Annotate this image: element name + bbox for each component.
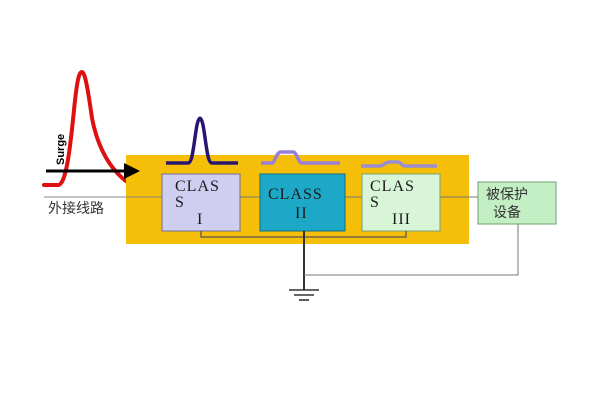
protected-equipment-box xyxy=(477,181,557,225)
surge-arrow-head xyxy=(124,163,140,179)
pulse-class-3 xyxy=(361,160,437,168)
pulse-class-2 xyxy=(261,150,340,165)
class-3-box xyxy=(361,173,441,232)
protected-equipment: 被保护 设备 xyxy=(477,181,557,225)
class-1-label-line1: CLAS xyxy=(175,178,220,195)
protected-equipment-label-line2: 设备 xyxy=(493,204,521,221)
class-2-box xyxy=(259,173,346,232)
class-3-label-line1: CLAS xyxy=(370,178,415,195)
class-1-label-line3: I xyxy=(197,211,203,228)
surge-waveform xyxy=(42,70,142,192)
class-2-label-line2: II xyxy=(295,205,308,222)
class-1-module: CLAS S I xyxy=(161,173,241,232)
class-1-box xyxy=(161,173,241,232)
input-line-label: 外接线路 xyxy=(48,200,104,217)
class-1-label-line2: S xyxy=(175,194,185,211)
equipment-ground-line xyxy=(304,224,519,276)
class-3-module: CLAS S III xyxy=(361,173,441,232)
protected-equipment-label-line1: 被保护 xyxy=(486,187,528,203)
class-3-label-line3: III xyxy=(392,211,411,228)
class-2-label-line1: CLASS xyxy=(268,186,323,203)
class-2-module: CLASS II xyxy=(259,173,346,232)
ground-icon xyxy=(289,289,319,301)
surge-label: Surge xyxy=(55,134,67,165)
pulse-class-1 xyxy=(166,116,238,165)
class-3-label-line2: S xyxy=(370,194,380,211)
